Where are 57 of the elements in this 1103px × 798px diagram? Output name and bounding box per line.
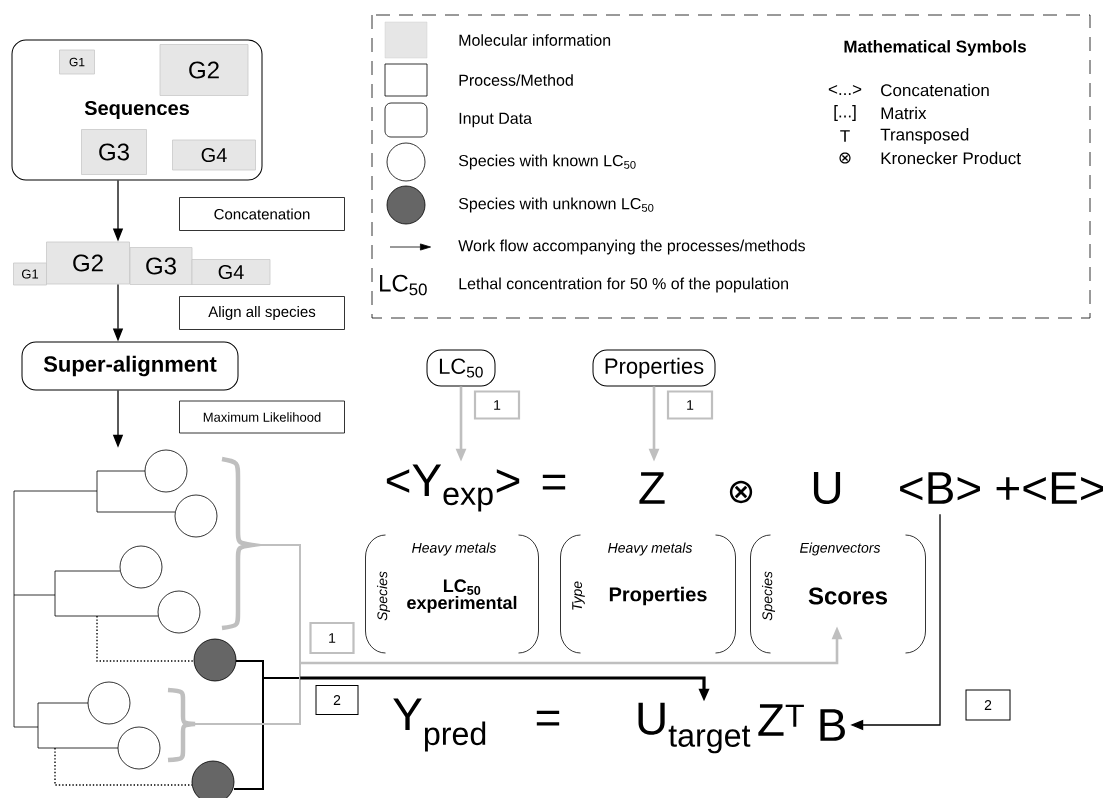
- symbol-meaning: Concatenation: [881, 83, 989, 97]
- gene-block: G1: [59, 49, 95, 75]
- math-symbol: <...>: [828, 85, 862, 95]
- legend-text: Input Data: [459, 112, 532, 128]
- formula-term: B: [820, 709, 845, 741]
- legend-text: Molecular information: [459, 34, 611, 46]
- row-label: Species: [762, 571, 776, 621]
- formula-term: Z: [639, 472, 665, 504]
- legend-text: Process/Method: [459, 74, 573, 86]
- column-label: Heavy metals: [608, 542, 693, 556]
- process-box: Maximum Likelihood: [179, 400, 345, 434]
- math-symbol: T: [840, 130, 850, 142]
- input-data-box: Properties: [592, 349, 716, 387]
- formula-term: U$_{target}$: [638, 702, 751, 754]
- input-data-box: Super-alignment: [21, 341, 239, 391]
- legend-symbol: LC$_{50}$: [380, 274, 427, 296]
- kronecker-symbol: ⊗: [729, 480, 753, 504]
- gene-block: G2: [159, 44, 249, 96]
- formula-term: U: [813, 471, 841, 505]
- math-symbol: [...]: [834, 105, 856, 121]
- matrix-name: Scores: [808, 587, 888, 605]
- legend-text: Species with known LC$_{50}$: [458, 154, 636, 170]
- formula-term: <Y$_{exp}$>: [386, 464, 520, 512]
- formula-term: +<E>: [996, 472, 1103, 504]
- formula-term: Z$^{T}$: [758, 704, 804, 736]
- symbol-meaning: Transposed: [880, 128, 969, 144]
- step-number-box: 1: [309, 621, 355, 655]
- gene-block: G4: [191, 259, 271, 285]
- column-label: Eigenvectors: [799, 542, 881, 556]
- formula-term: Y$_{pred}$: [393, 698, 486, 752]
- input-data-box: LC$_{50}$: [426, 349, 496, 387]
- legend-text: Species with unknown LC$_{50}$: [458, 197, 654, 213]
- step-number-box: 1: [473, 390, 521, 420]
- equals-sign: =: [542, 474, 566, 490]
- gene-block: G4: [172, 139, 256, 171]
- step-number-box: 2: [965, 689, 1011, 721]
- formula-term: <B>: [900, 472, 980, 504]
- row-label: Type: [572, 581, 585, 610]
- symbol-meaning: Matrix: [881, 106, 927, 120]
- process-box: Concatenation: [179, 197, 345, 231]
- legend-text: Lethal concentration for 50 % of the population: [459, 277, 788, 293]
- step-number-box: 2: [315, 685, 359, 715]
- equals-sign: =: [536, 710, 560, 726]
- process-box: Align all species: [179, 296, 345, 330]
- phylogenetic-tree-drawing: [13, 449, 301, 798]
- row-label: Species: [377, 571, 391, 621]
- step-number-box: 1: [666, 390, 714, 420]
- gene-block: G3: [81, 129, 147, 175]
- gene-block: G3: [129, 247, 193, 285]
- column-label: Heavy metals: [412, 542, 497, 556]
- math-symbol: ⊗: [839, 152, 851, 164]
- matrix-name: LC$_{50}$ experimental: [407, 579, 517, 613]
- matrix-name: Properties: [609, 586, 707, 606]
- gene-block: G1: [13, 262, 47, 286]
- symbol-meaning: Kronecker Product: [881, 151, 1021, 165]
- heading: Mathematical Symbols: [844, 40, 1026, 56]
- legend-text: Work flow accompanying the processes/methods: [458, 239, 805, 255]
